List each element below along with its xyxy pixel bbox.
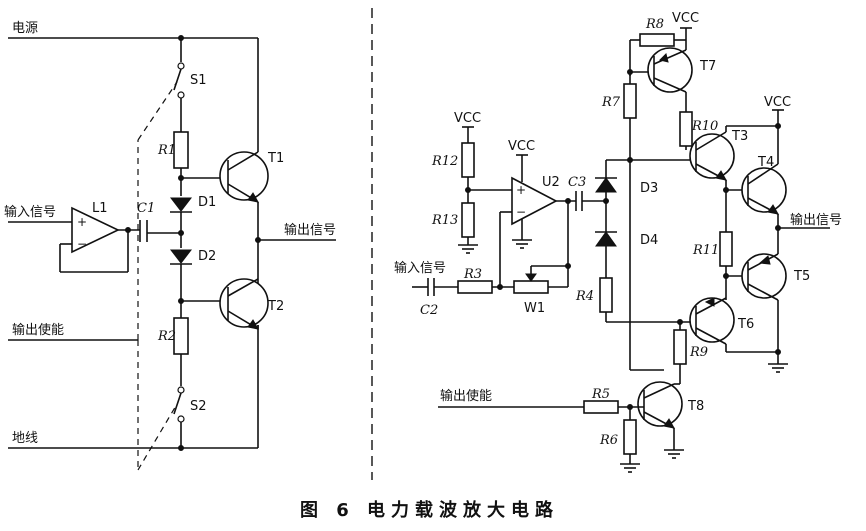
figure-caption: 图 6 电力载波放大电路 — [300, 499, 559, 521]
d1-label: D1 — [198, 195, 216, 210]
w1-label: W1 — [524, 301, 545, 316]
r5-label: R5 — [591, 387, 610, 402]
r4-resistor — [599, 277, 613, 313]
svg-text:+: + — [77, 215, 87, 229]
r3-label: R3 — [463, 267, 482, 282]
svg-text:−: − — [516, 205, 526, 219]
r13-label: R13 — [431, 213, 458, 228]
r8-resistor — [639, 33, 675, 47]
t1-transistor — [219, 151, 269, 201]
left-input-label: 输入信号 — [4, 204, 56, 220]
r12-resistor — [461, 142, 475, 178]
r8-label: R8 — [645, 17, 664, 32]
r5-resistor — [583, 400, 619, 414]
d2-diode — [169, 249, 193, 264]
r3-resistor — [457, 280, 493, 294]
left-enable-label: 输出使能 — [12, 322, 64, 338]
d1-diode — [169, 197, 193, 212]
r6-label: R6 — [599, 433, 618, 448]
l1-opamp — [71, 206, 120, 254]
r2-label: R2 — [157, 329, 176, 344]
r10-resistor — [679, 111, 693, 147]
t2-transistor — [219, 278, 269, 328]
w1-potentiometer — [513, 280, 549, 294]
t3-label: T3 — [731, 129, 748, 144]
d4-label: D4 — [640, 233, 658, 248]
r9-label: R9 — [689, 345, 708, 360]
t2-label: T2 — [267, 299, 284, 314]
u2-label: U2 — [542, 175, 560, 190]
left-circuit: + − — [8, 35, 336, 471]
r6-resistor — [623, 419, 637, 455]
c2-label: C2 — [420, 303, 438, 318]
vcc-u2-label: VCC — [508, 139, 535, 154]
r7-label: R7 — [601, 95, 621, 110]
r2-resistor — [173, 317, 189, 355]
s2-label: S2 — [190, 399, 207, 414]
c1-label: C1 — [137, 201, 155, 216]
t6-label: T6 — [737, 317, 754, 332]
left-ground-label: 地线 — [12, 431, 38, 446]
s1-label: S1 — [190, 73, 207, 88]
vcc-r12-label: VCC — [454, 111, 481, 126]
d2-label: D2 — [198, 249, 216, 264]
d3-label: D3 — [640, 181, 658, 196]
u2-opamp — [511, 176, 558, 226]
t8-label: T8 — [687, 399, 704, 414]
svg-text:+: + — [516, 183, 526, 197]
right-output-label: 输出信号 — [790, 212, 842, 228]
right-circuit: + − — [412, 27, 830, 473]
left-output-label: 输出信号 — [284, 222, 336, 238]
d3-diode — [595, 177, 617, 193]
left-power-label: 电源 — [12, 21, 38, 36]
right-enable-label: 输出使能 — [440, 388, 492, 404]
r1-label: R1 — [157, 143, 176, 158]
t1-label: T1 — [267, 151, 284, 166]
r13-resistor — [461, 202, 475, 238]
r7-resistor — [623, 83, 637, 119]
r12-label: R12 — [431, 154, 458, 169]
d4-diode — [595, 231, 617, 247]
r10-label: R10 — [691, 119, 718, 134]
t4-label: T4 — [757, 155, 774, 170]
r9-resistor — [673, 329, 687, 365]
r4-label: R4 — [575, 289, 594, 304]
t5-label: T5 — [793, 269, 810, 284]
r1-resistor — [173, 131, 189, 169]
r11-label: R11 — [692, 243, 719, 258]
c3-label: C3 — [568, 175, 586, 190]
vcc-t4-label: VCC — [764, 95, 791, 110]
svg-text:−: − — [77, 237, 87, 251]
t7-label: T7 — [699, 59, 716, 74]
l1-label: L1 — [92, 201, 108, 216]
r11-resistor — [719, 231, 733, 267]
vcc-t7-label: VCC — [672, 11, 699, 26]
right-input-label: 输入信号 — [394, 260, 446, 276]
